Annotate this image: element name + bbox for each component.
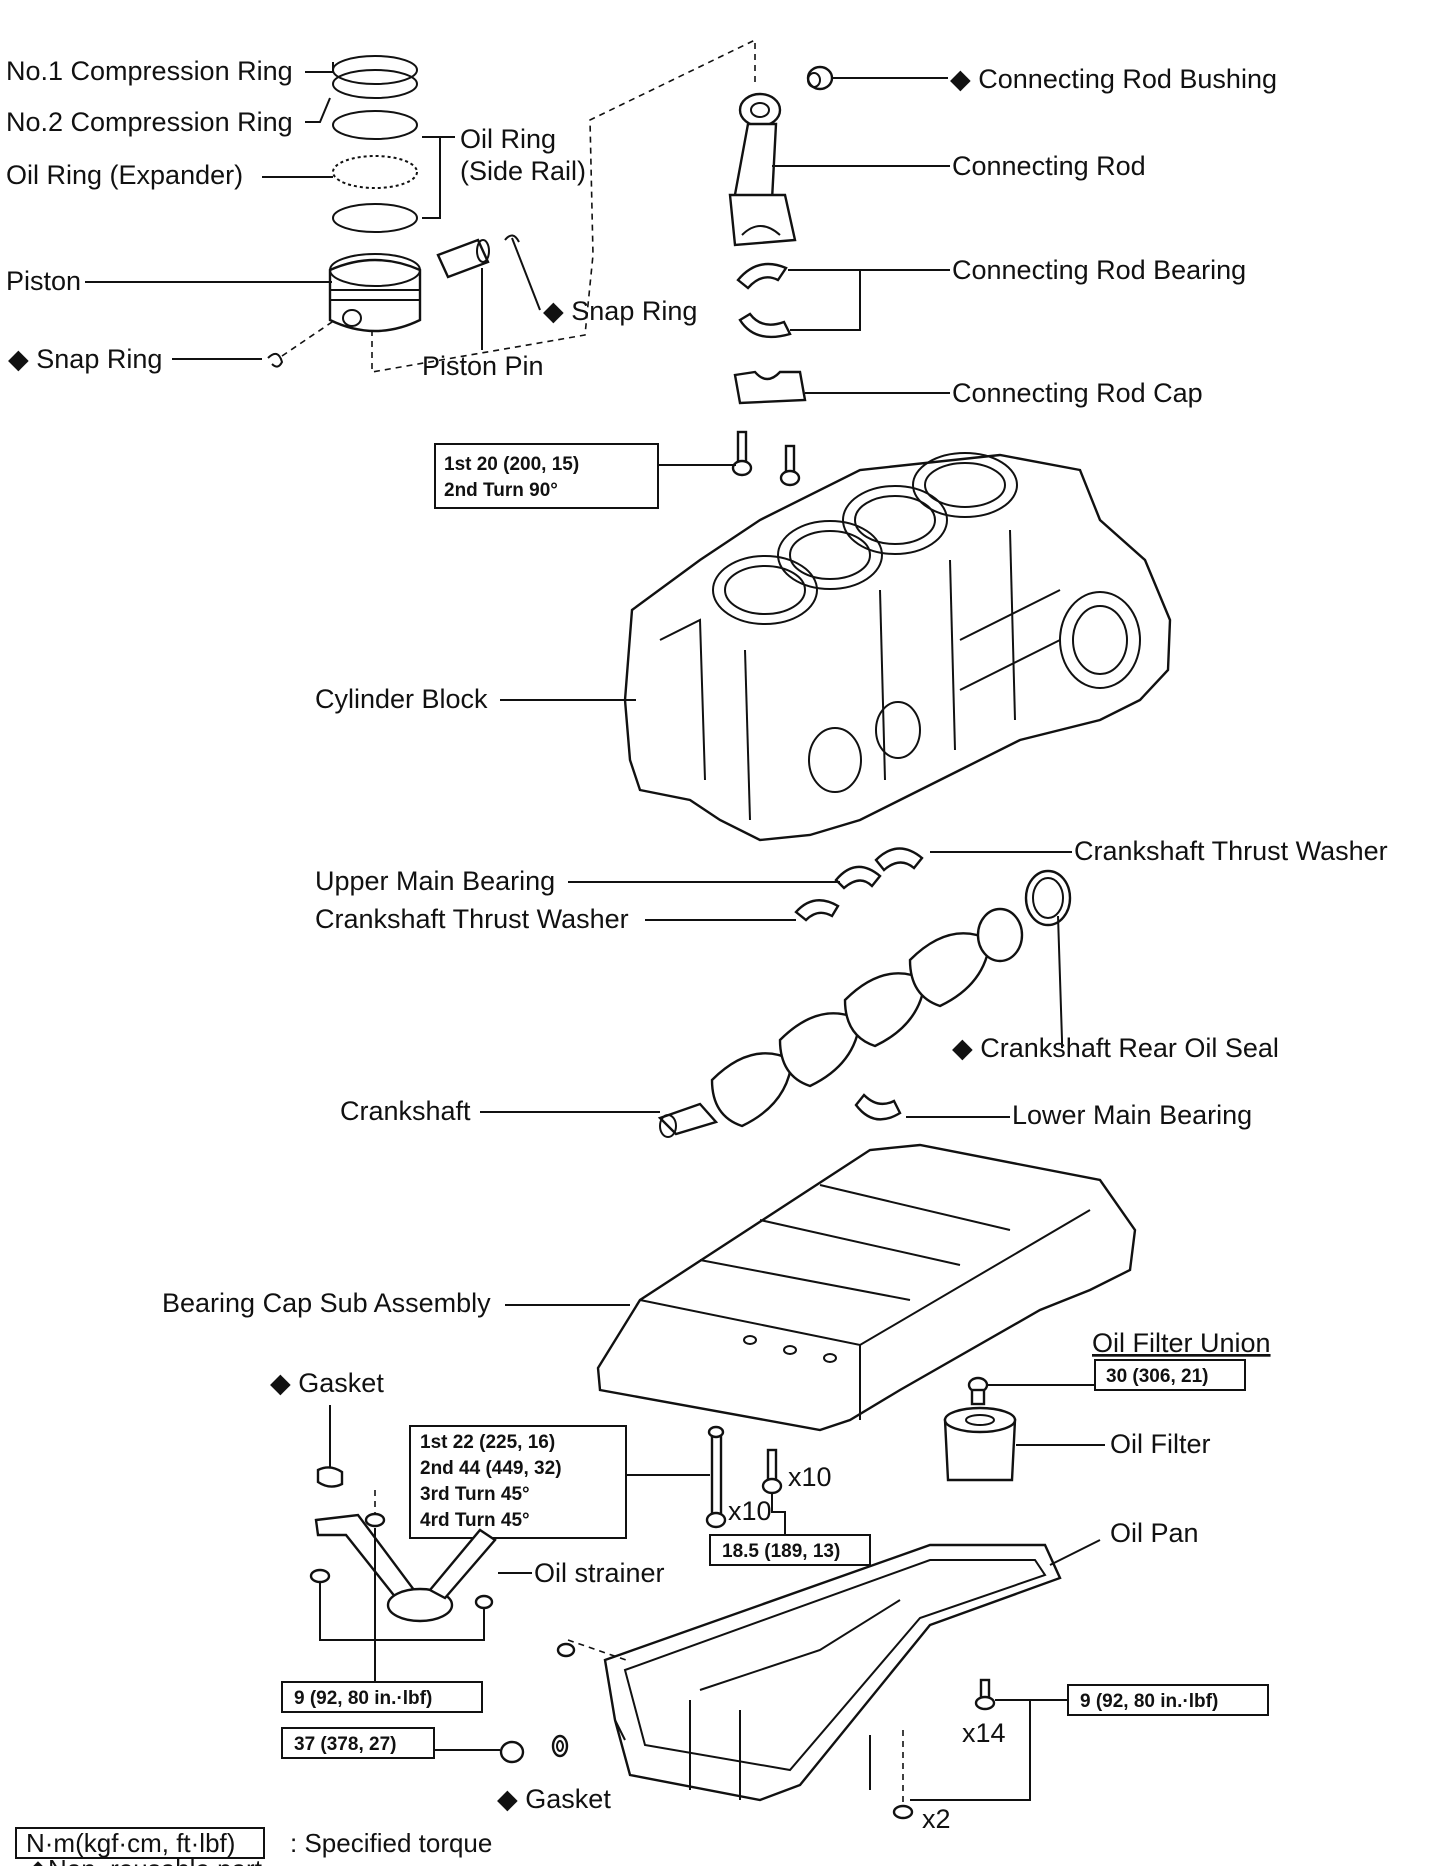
oil-pan-bolt-left [556,1642,576,1658]
label-lower-main-bearing: Lower Main Bearing [1012,1100,1252,1130]
conrod-bearing-part [736,262,792,339]
label-oil-ring-expander: Oil Ring (Expander) [6,160,243,190]
label-x2: x2 [922,1804,951,1834]
torque-oil-strainer: 9 (92, 80 in.·lbf) [294,1688,432,1709]
torque-oil-filter-union: 30 (306, 21) [1106,1366,1208,1387]
bearing-cap-bolts [705,1425,783,1529]
label-upper-main-bearing: Upper Main Bearing [315,866,555,896]
piston-part [328,253,422,333]
legend-unit-box [15,1827,265,1859]
oil-pan-part [603,1543,1062,1802]
torque-drain-plug: 37 (378, 27) [294,1734,396,1755]
conrod-cap-part [733,370,807,405]
lower-main-bearing-part [854,1093,902,1121]
torque-box-bearing-cap-small [709,1534,871,1566]
label-snap-ring-right: ◆ Snap Ring [543,296,697,326]
crank-bearings-part [794,847,924,922]
label-thrust-washer-upper: Crankshaft Thrust Washer [1074,836,1388,866]
label-oil-ring-side-rail-2: (Side Rail) [460,156,586,186]
label-thrust-washer-lower: Crankshaft Thrust Washer [315,904,629,934]
torque-box-bearing-cap [409,1425,627,1539]
piston-pin-part [436,238,490,279]
oil-filter-part [943,1406,1017,1482]
cylinder-block-part [623,452,1172,842]
label-oil-strainer: Oil strainer [534,1558,665,1588]
rear-oil-seal-part [1024,869,1072,927]
legend-unit-text: N·m(kgf·cm, ft·lbf) [26,1828,235,1858]
oil-pan-bolts [892,1678,996,1820]
label-piston-pin: Piston Pin [422,351,544,381]
label-conrod-cap: Connecting Rod Cap [952,378,1203,408]
torque-box-conrod [434,443,659,509]
label-crankshaft: Crankshaft [340,1096,471,1126]
label-oil-filter-union: Oil Filter Union [1092,1328,1271,1358]
snap-ring-left-part [267,352,284,368]
legend-non-reusable: ◆Non–reusable part [28,1854,263,1866]
label-snap-ring-left: ◆ Snap Ring [8,344,162,374]
torque-bearing-cap-line1: 1st 22 (225, 16) [420,1432,555,1453]
label-cylinder-block: Cylinder Block [315,684,488,714]
oil-strainer-part [309,1512,497,1623]
piston-ring-set [332,55,418,233]
crankshaft-part [657,907,1024,1138]
torque-box-drain-plug [281,1727,435,1759]
conrod-bolts [731,430,801,487]
label-bearing-cap-sub: Bearing Cap Sub Assembly [162,1288,491,1318]
torque-bearing-cap-line3: 3rd Turn 45° [420,1484,530,1505]
label-no2-compression-ring: No.2 Compression Ring [6,107,293,137]
label-conrod-bearing: Connecting Rod Bearing [952,255,1246,285]
snap-ring-right-part [504,234,520,243]
bearing-cap-part [596,1143,1137,1432]
torque-bearing-cap-small: 18.5 (189, 13) [722,1541,840,1562]
label-x14: x14 [962,1718,1006,1748]
torque-bearing-cap-line2: 2nd 44 (449, 32) [420,1458,562,1479]
legend-unit-desc: : Specified torque [290,1828,492,1858]
label-oil-ring-side-rail-1: Oil Ring [460,124,556,154]
label-x10-b: x10 [728,1496,772,1526]
label-rear-oil-seal: ◆ Crankshaft Rear Oil Seal [952,1033,1279,1063]
strainer-gasket-part [316,1466,344,1488]
label-gasket-bottom: ◆ Gasket [497,1784,611,1814]
torque-box-oil-pan [1067,1684,1269,1716]
torque-bearing-cap-line4: 4rd Turn 45° [420,1510,530,1531]
label-piston: Piston [6,266,81,296]
torque-conrod-line2: 2nd Turn 90° [444,480,558,501]
label-no1-compression-ring: No.1 Compression Ring [6,56,293,86]
torque-oil-pan: 9 (92, 80 in.·lbf) [1080,1691,1218,1712]
oil-filter-union-part [967,1376,989,1406]
conrod-bushing-part [806,65,834,91]
label-conrod: Connecting Rod [952,151,1146,181]
conrod-part [728,92,797,247]
label-x10-a: x10 [788,1462,832,1492]
drain-plug-part [499,1734,569,1764]
torque-conrod-line1: 1st 20 (200, 15) [444,454,579,475]
torque-box-oil-strainer [281,1681,483,1713]
label-gasket-top: ◆ Gasket [270,1368,384,1398]
torque-box-oil-filter-union [1094,1359,1246,1391]
label-oil-filter: Oil Filter [1110,1429,1211,1459]
label-oil-pan: Oil Pan [1110,1518,1199,1548]
label-conrod-bushing: ◆ Connecting Rod Bushing [950,64,1277,94]
